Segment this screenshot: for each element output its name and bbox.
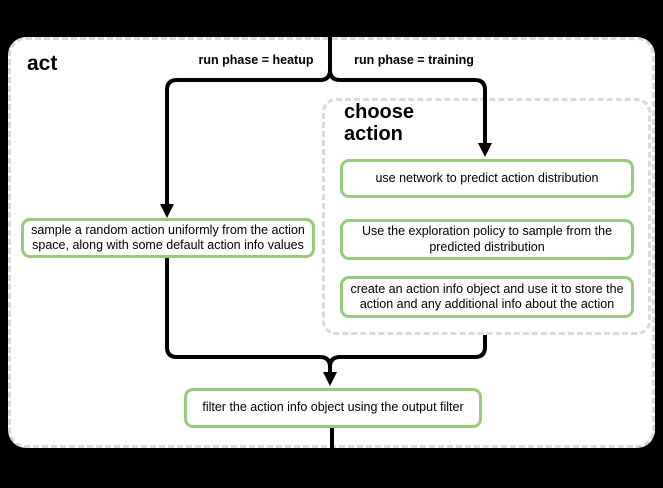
node-exploration-policy-sample: Use the exploration policy to sample fro… bbox=[340, 219, 634, 260]
node-create-action-info-object: create an action info object and use it … bbox=[340, 276, 634, 318]
edge-label-training: run phase = training bbox=[354, 53, 474, 67]
node-filter-action-info-label: filter the action info object using the … bbox=[202, 400, 464, 415]
node-predict-action-distribution-label: use network to predict action distributi… bbox=[375, 170, 599, 185]
edge-label-heatup: run phase = heatup bbox=[198, 53, 314, 67]
node-sample-random-action-label: sample a random action uniformly from th… bbox=[31, 222, 305, 252]
page-title: act bbox=[27, 52, 58, 75]
choose-action-group-title: choose action bbox=[344, 101, 415, 145]
node-exploration-policy-sample-label: Use the exploration policy to sample fro… bbox=[361, 224, 613, 254]
node-predict-action-distribution: use network to predict action distributi… bbox=[340, 159, 634, 198]
node-create-action-info-object-label: create an action info object and use it … bbox=[350, 281, 624, 311]
node-filter-action-info: filter the action info object using the … bbox=[184, 388, 482, 428]
node-sample-random-action: sample a random action uniformly from th… bbox=[21, 218, 315, 258]
